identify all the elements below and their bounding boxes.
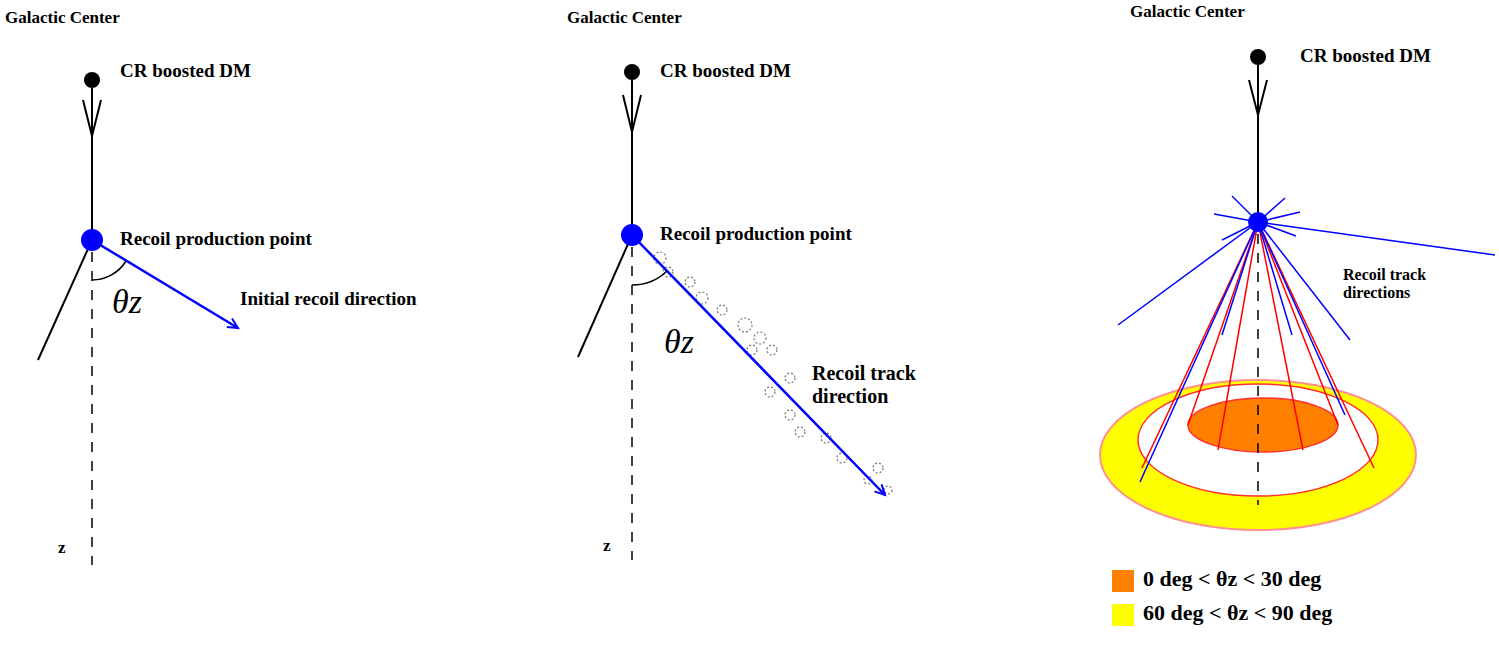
text-label: Galactic Center xyxy=(1130,2,1245,22)
text-label: Recoil track directions xyxy=(1343,266,1453,303)
legend-text: 60 deg < θz < 90 deg xyxy=(1143,600,1332,625)
legend-swatch xyxy=(1112,570,1134,592)
text-label: z xyxy=(603,536,611,556)
text-label: Galactic Center xyxy=(567,8,682,28)
legend-text: 0 deg < θz < 30 deg xyxy=(1143,566,1321,591)
panel-three xyxy=(1100,49,1495,530)
panel-one xyxy=(38,72,238,565)
angle-label: θz xyxy=(664,322,694,361)
text-label: Galactic Center xyxy=(5,8,120,28)
text-label: CR boosted DM xyxy=(120,60,251,82)
text-label: Recoil production point xyxy=(120,228,312,250)
text-label: CR boosted DM xyxy=(1300,45,1431,67)
panel-two xyxy=(578,64,892,560)
legend-swatch xyxy=(1112,604,1134,626)
angle-label: θz xyxy=(112,282,142,321)
text-label: z xyxy=(58,538,66,558)
text-label: Initial recoil direction xyxy=(240,288,417,310)
text-label: Recoil track direction xyxy=(812,362,942,408)
text-label: Recoil production point xyxy=(660,223,852,245)
text-label: CR boosted DM xyxy=(660,60,791,82)
